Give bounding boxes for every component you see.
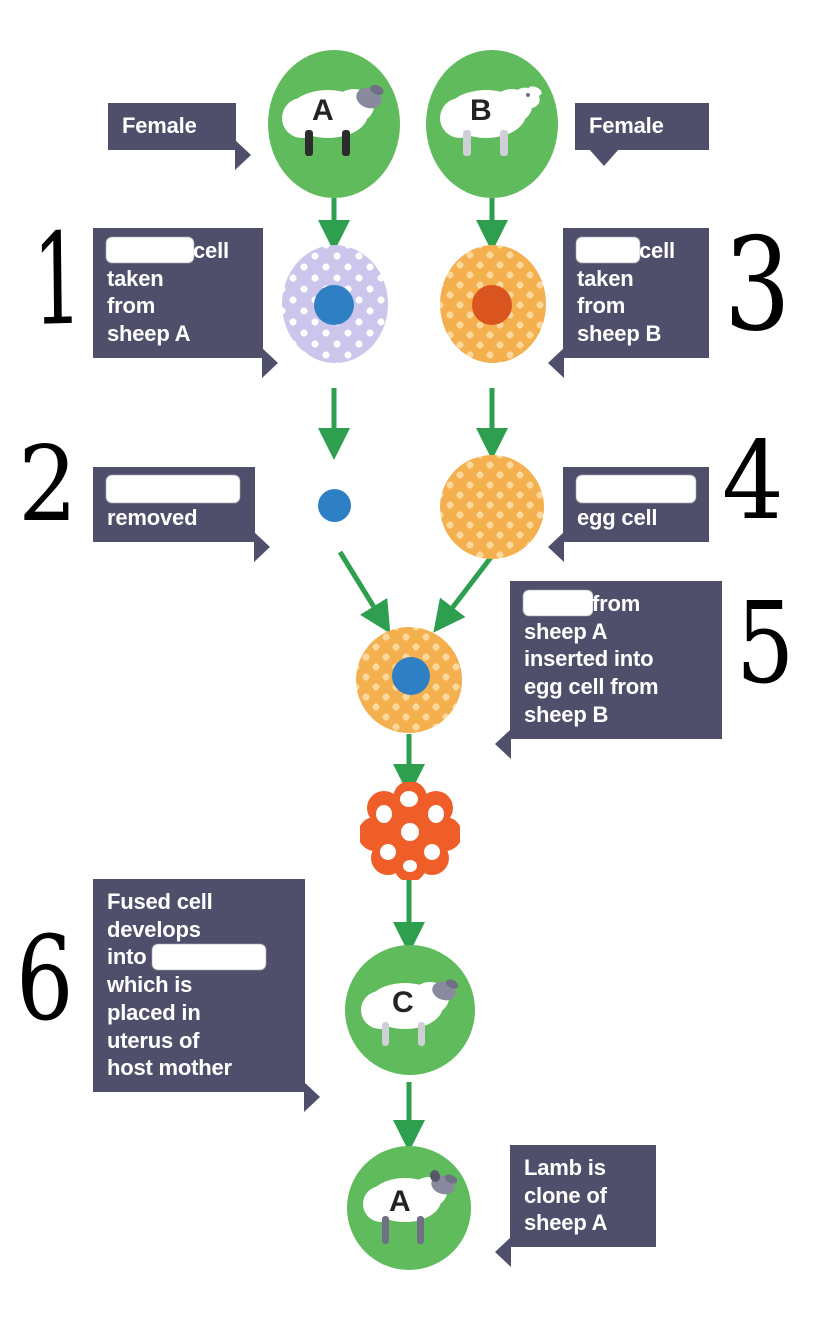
label-line-egg-cell: egg cell bbox=[577, 505, 658, 531]
morula-embryo-icon bbox=[360, 782, 460, 880]
label-line-sheep-b-2: sheep B bbox=[524, 701, 609, 727]
label-line-sheep-a-3: sheep A bbox=[524, 1210, 608, 1236]
label-female-right-text: Female bbox=[589, 113, 664, 138]
label-line-fused-cell: Fused cell bbox=[107, 889, 213, 914]
sheep-a-icon bbox=[282, 84, 384, 156]
nucleus-blue-in-somatic-cell bbox=[314, 285, 354, 325]
label-line-blank-cell: cell bbox=[107, 237, 251, 265]
label-egg-cell: egg cell bbox=[548, 467, 709, 562]
handwritten-number-2: 2 bbox=[18, 423, 78, 545]
label-word-cell: cell bbox=[193, 238, 229, 263]
label-nucleus-inserted: from sheep A inserted into egg cell from… bbox=[495, 581, 722, 759]
label-line-taken-b: taken bbox=[577, 265, 634, 291]
redaction-blank-6 bbox=[152, 944, 265, 969]
label-line-egg-cell-from: egg cell from bbox=[524, 674, 659, 700]
label-line-from-b: from bbox=[577, 293, 626, 319]
sheep-a-letter: A bbox=[312, 94, 334, 127]
sheep-c-icon bbox=[361, 979, 459, 1046]
handwritten-number-4: 4 bbox=[722, 419, 784, 544]
lamb-a-letter: A bbox=[389, 1185, 411, 1218]
label-line-uterus-of: uterus of bbox=[107, 1027, 200, 1053]
label-line-taken: taken bbox=[107, 265, 164, 291]
label-line-sheep-b: sheep B bbox=[577, 321, 662, 347]
label-word-into: into bbox=[107, 944, 147, 970]
label-line-blank-egg bbox=[577, 476, 697, 504]
redaction-blank-3 bbox=[107, 476, 239, 503]
transferred-nucleus-blue bbox=[392, 657, 430, 695]
handwritten-number-5: 5 bbox=[736, 579, 795, 709]
enucleated-egg-cell bbox=[440, 455, 544, 559]
label-line-lamb-is: Lamb is bbox=[524, 1155, 606, 1180]
nucleus-red-in-egg-cell bbox=[472, 285, 512, 325]
redaction-blank-2 bbox=[577, 238, 639, 263]
label-female-left: Female bbox=[108, 103, 251, 170]
label-line-sheep-a-2: sheep A bbox=[524, 618, 608, 644]
label-line-sheep-a: sheep A bbox=[107, 321, 191, 347]
handwritten-number-3: 3 bbox=[724, 211, 791, 360]
label-cell-from-sheep-a: cell taken from sheep A bbox=[93, 228, 278, 378]
sheep-c-letter: C bbox=[392, 986, 414, 1019]
label-lamb-clone: Lamb is clone of sheep A bbox=[495, 1145, 656, 1268]
lamb-a-icon bbox=[363, 1170, 458, 1244]
label-line-which-is: which is bbox=[107, 972, 193, 998]
label-line-blank-cell-b: cell bbox=[577, 237, 697, 265]
label-fused-cell-develops: Fused cell develops into which is placed… bbox=[93, 879, 320, 1113]
label-line-removed: removed bbox=[107, 505, 198, 531]
sheep-b-icon bbox=[440, 86, 542, 156]
label-line-blank-from: from bbox=[524, 590, 710, 618]
redaction-blank-4 bbox=[577, 476, 695, 503]
handwritten-number-6: 6 bbox=[16, 912, 74, 1047]
label-line-host-mother: host mother bbox=[107, 1055, 232, 1081]
label-line-from: from bbox=[107, 293, 156, 319]
label-word-from: from bbox=[592, 591, 641, 616]
label-line-blank-removed bbox=[107, 476, 243, 504]
label-female-left-text: Female bbox=[122, 113, 197, 138]
label-female-right: Female bbox=[575, 103, 709, 166]
redaction-blank-5 bbox=[524, 591, 592, 616]
label-line-develops: develops bbox=[107, 916, 201, 942]
label-cell-from-sheep-b: cell taken from sheep B bbox=[548, 228, 709, 378]
label-line-inserted-into: inserted into bbox=[524, 646, 654, 672]
sheep-b-letter: B bbox=[470, 94, 492, 127]
label-nucleus-removed: removed bbox=[93, 467, 270, 562]
label-line-into-blank: into bbox=[107, 943, 293, 971]
isolated-nucleus-blue bbox=[318, 489, 351, 522]
label-line-placed-in: placed in bbox=[107, 999, 201, 1025]
redaction-blank-1 bbox=[107, 238, 193, 263]
label-line-clone-of: clone of bbox=[524, 1182, 607, 1208]
label-word-cell-b: cell bbox=[639, 238, 675, 263]
handwritten-number-1: 1 bbox=[31, 205, 84, 354]
